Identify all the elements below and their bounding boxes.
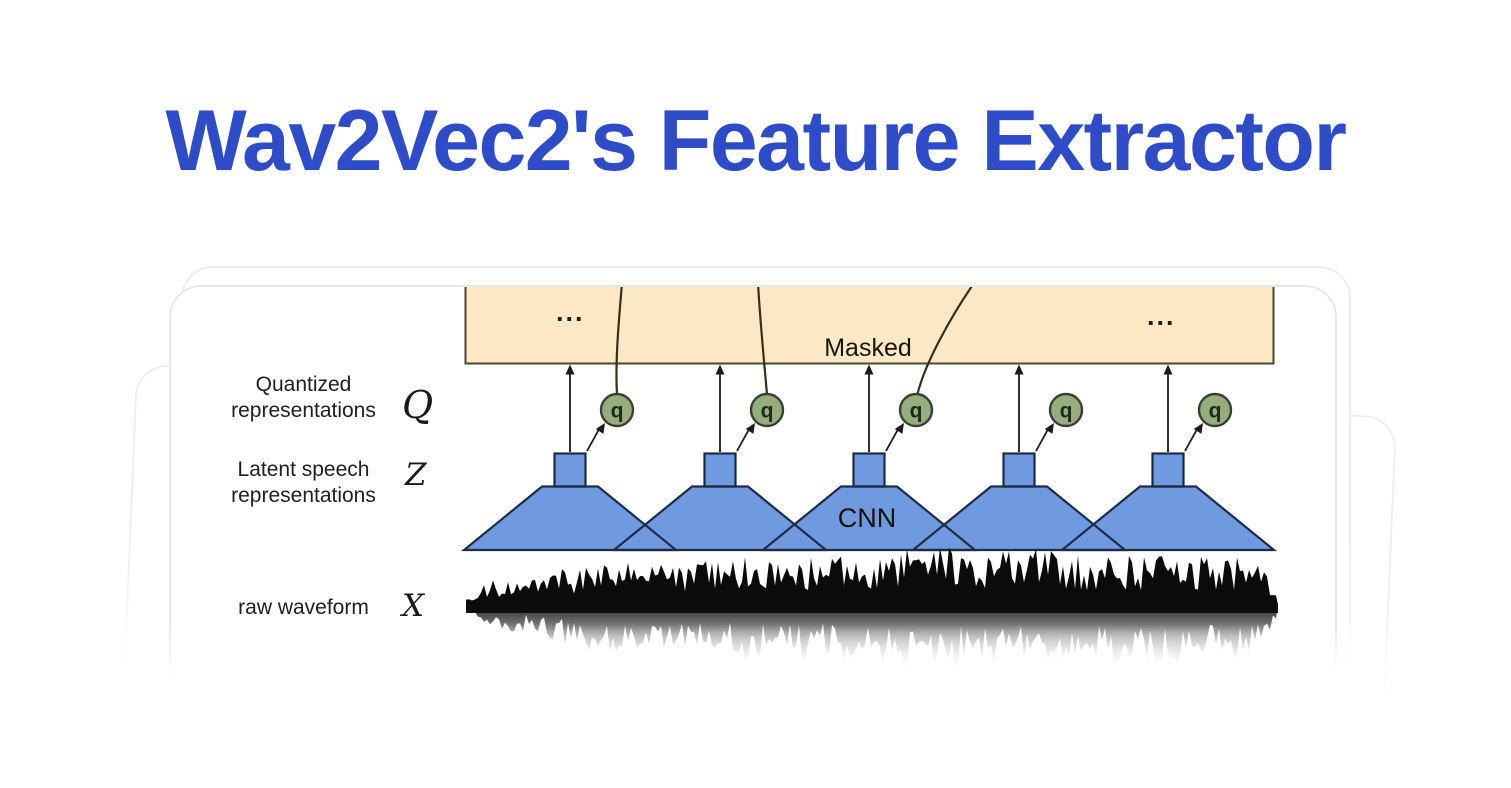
latent-square-outline xyxy=(553,452,587,488)
latent-to-quantized-arrow xyxy=(885,427,900,452)
quantized-circle xyxy=(898,392,934,428)
latent-square xyxy=(853,453,885,487)
masked-label: Masked xyxy=(824,334,912,362)
arrowhead xyxy=(1193,423,1203,434)
cnn-trapezoid xyxy=(913,486,1125,550)
quantized-circle-label: q xyxy=(1060,400,1073,423)
raw-waveform xyxy=(466,547,1278,669)
context-representations-bar xyxy=(464,287,1275,365)
latent-symbol: Z xyxy=(405,457,427,493)
latent-to-quantized-arrow xyxy=(1184,427,1199,452)
latent-square-outline xyxy=(703,452,737,488)
raw-waveform-label: raw waveform xyxy=(238,596,369,619)
cnn-label: CNN xyxy=(838,503,897,533)
cnn-trapezoid xyxy=(464,486,676,550)
quantized-label-line2: representations xyxy=(231,399,376,422)
quantized-label-line1: Quantized xyxy=(255,373,352,396)
quantized-circle-label: q xyxy=(611,400,624,423)
right-ellipsis: ... xyxy=(1147,301,1176,331)
quantized-curve xyxy=(757,287,769,395)
arrowhead xyxy=(715,364,725,375)
latent-to-quantized-arrow xyxy=(736,427,751,452)
arrowhead xyxy=(894,423,904,434)
latent-square xyxy=(1003,453,1035,487)
latent-label-line1: Latent speech xyxy=(237,458,370,481)
arrowhead xyxy=(1014,364,1024,375)
latent-square xyxy=(1152,453,1184,487)
latent-square xyxy=(554,453,586,487)
latent-label-line2: representations xyxy=(231,484,376,507)
latent-square-outline xyxy=(1002,452,1036,488)
latent-to-quantized-arrow xyxy=(1035,427,1050,452)
cnn-trapezoid xyxy=(1062,486,1274,550)
cnn-trapezoid xyxy=(614,486,826,550)
arrowhead xyxy=(1044,423,1054,434)
left-ellipsis: ... xyxy=(556,297,585,327)
quantized-circle-label: q xyxy=(1209,400,1222,423)
latent-to-quantized-arrow xyxy=(586,427,601,452)
quantized-circle xyxy=(1197,392,1233,428)
latent-square-outline xyxy=(852,452,886,488)
latent-square xyxy=(704,453,736,487)
arrowhead xyxy=(864,364,874,375)
quantized-circle xyxy=(599,392,635,428)
quantized-symbol: Q xyxy=(402,383,434,427)
arrowhead xyxy=(745,423,755,434)
quantized-circle xyxy=(1048,392,1084,428)
arrowhead xyxy=(1163,364,1173,375)
diagram-card: ... Masked ... q q q q q CNN Quantized repre… xyxy=(169,285,1337,689)
masked-quantized-curves xyxy=(615,287,973,397)
quantized-curve xyxy=(915,287,973,397)
quantized-representations-label: Quantized representations xyxy=(196,372,411,424)
quantized-circle xyxy=(749,392,785,428)
waveform-symbol: X xyxy=(402,588,425,624)
quantized-circle-label: q xyxy=(910,400,923,423)
page-title: Wav2Vec2's Feature Extractor xyxy=(165,93,1347,189)
latent-representations-label: Latent speech representations xyxy=(196,457,411,509)
arrowhead xyxy=(595,423,605,434)
latent-square-outline xyxy=(1151,452,1185,488)
cnn-trapezoid xyxy=(763,486,975,550)
quantized-circle-label: q xyxy=(761,400,774,423)
quantized-curve xyxy=(615,287,623,395)
arrowhead xyxy=(565,364,575,375)
